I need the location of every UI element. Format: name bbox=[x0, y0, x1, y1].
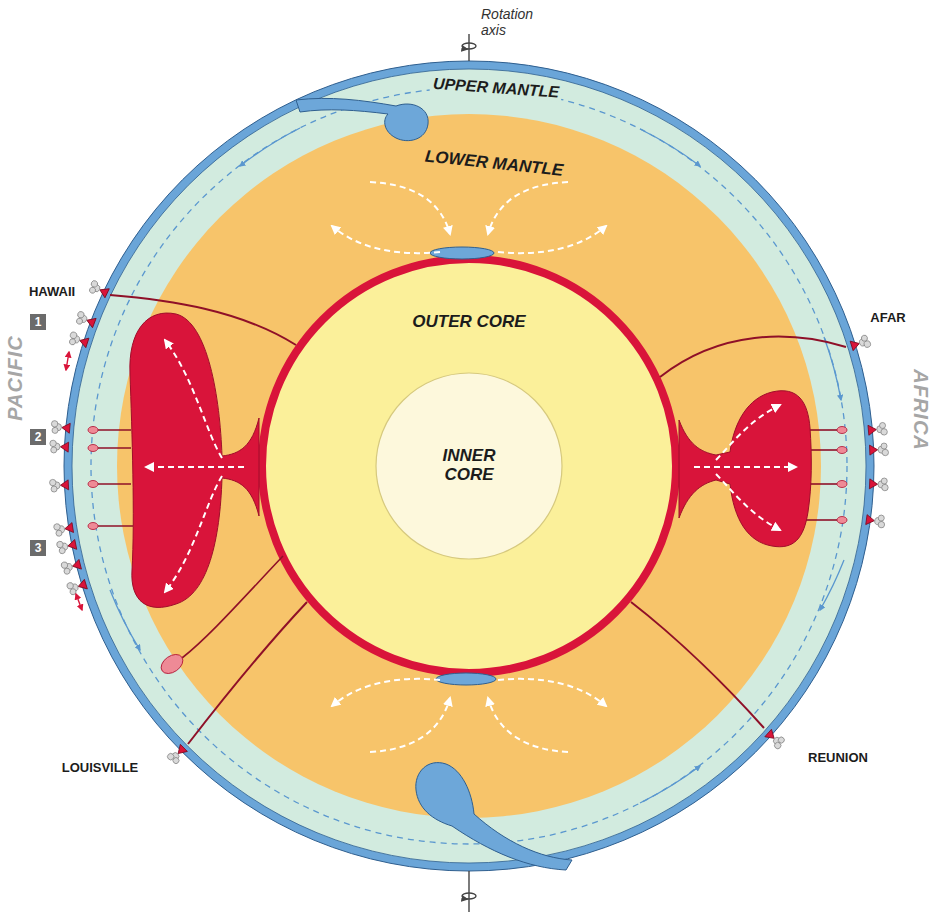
plume-blob bbox=[837, 481, 847, 488]
ocean-label: PACIFIC bbox=[4, 335, 27, 421]
plume-blob bbox=[88, 427, 98, 434]
plume-conduit bbox=[98, 483, 131, 485]
flow-arrow bbox=[694, 466, 796, 468]
label-holder: HAWAII bbox=[29, 285, 75, 300]
callout-number: 1 bbox=[30, 314, 46, 330]
earth-layer: LOWER MANTLE OUTER CORE INNER CORE bbox=[117, 114, 821, 818]
earth-layer: UPPER MANTLE LOWER MANTLE OUTER CORE INNER … bbox=[64, 61, 874, 871]
plume-blob bbox=[88, 481, 98, 488]
callout-number: 3 bbox=[30, 540, 46, 556]
plume-conduit bbox=[808, 483, 837, 485]
layer-label: INNER CORE bbox=[433, 447, 505, 484]
label-holder: AFAR bbox=[870, 311, 905, 326]
plume-blob bbox=[837, 427, 847, 434]
label-holder: PACIFIC bbox=[4, 335, 27, 421]
rotation-axis bbox=[462, 893, 476, 899]
label-holder: 3 bbox=[30, 540, 46, 556]
hotspot-volcano bbox=[61, 558, 82, 575]
rotation-axis bbox=[463, 48, 467, 50]
rotation-axis bbox=[463, 898, 467, 900]
label-holder: 2 bbox=[30, 429, 46, 445]
layer-disc bbox=[68, 65, 870, 867]
earth-layer: INNER CORE bbox=[375, 372, 563, 560]
hotspot-volcano bbox=[75, 311, 97, 330]
plume-conduit bbox=[98, 429, 131, 431]
callout-number: 2 bbox=[30, 429, 46, 445]
rotation-axis bbox=[468, 34, 469, 61]
label-holder: OUTER CORE bbox=[412, 313, 525, 332]
flow-arrow bbox=[146, 466, 244, 468]
label-holder: Rotation axis bbox=[481, 6, 543, 38]
layer-label: LOWER MANTLE bbox=[424, 147, 564, 180]
hotspot-volcano bbox=[68, 331, 90, 349]
plume-conduit bbox=[805, 519, 837, 521]
continent-label: AFRICA bbox=[909, 369, 932, 451]
hotspot-volcano bbox=[850, 334, 872, 352]
axis-label: Rotation axis bbox=[481, 6, 543, 38]
place-label: HAWAII bbox=[29, 285, 75, 300]
label-holder: 1 bbox=[30, 314, 46, 330]
layer-disc bbox=[262, 259, 676, 673]
plume-conduit bbox=[808, 449, 837, 451]
rotation-axis bbox=[462, 43, 476, 49]
plume-blob bbox=[837, 517, 847, 524]
label-holder: UPPER MANTLE bbox=[429, 75, 562, 102]
layer-label: OUTER CORE bbox=[412, 313, 525, 332]
hotspot-volcano bbox=[66, 578, 88, 596]
place-label: LOUISVILLE bbox=[62, 761, 139, 776]
label-holder: LOWER MANTLE bbox=[424, 147, 564, 180]
crust-outline bbox=[64, 61, 874, 871]
layer-label: UPPER MANTLE bbox=[429, 75, 562, 102]
label-holder: LOUISVILLE bbox=[62, 761, 139, 776]
plume-conduit bbox=[98, 447, 131, 449]
earth-layer: OUTER CORE INNER CORE bbox=[258, 255, 680, 677]
layer-disc bbox=[117, 114, 821, 818]
label-holder: AFRICA bbox=[909, 369, 932, 451]
place-label: REUNION bbox=[808, 751, 868, 766]
ridge-arrow bbox=[66, 352, 69, 370]
rotation-axis bbox=[468, 871, 469, 912]
subducting-slab bbox=[436, 673, 496, 685]
label-holder: REUNION bbox=[808, 751, 868, 766]
label-holder: INNER CORE bbox=[433, 447, 505, 484]
plume-blob bbox=[88, 445, 98, 452]
place-label: AFAR bbox=[870, 311, 905, 326]
plume-conduit bbox=[98, 525, 133, 527]
crust-outline bbox=[64, 61, 874, 871]
ridge-arrow bbox=[76, 594, 82, 610]
plume-blob bbox=[88, 523, 98, 530]
layer-disc bbox=[376, 373, 562, 559]
plume-blob bbox=[837, 447, 847, 454]
